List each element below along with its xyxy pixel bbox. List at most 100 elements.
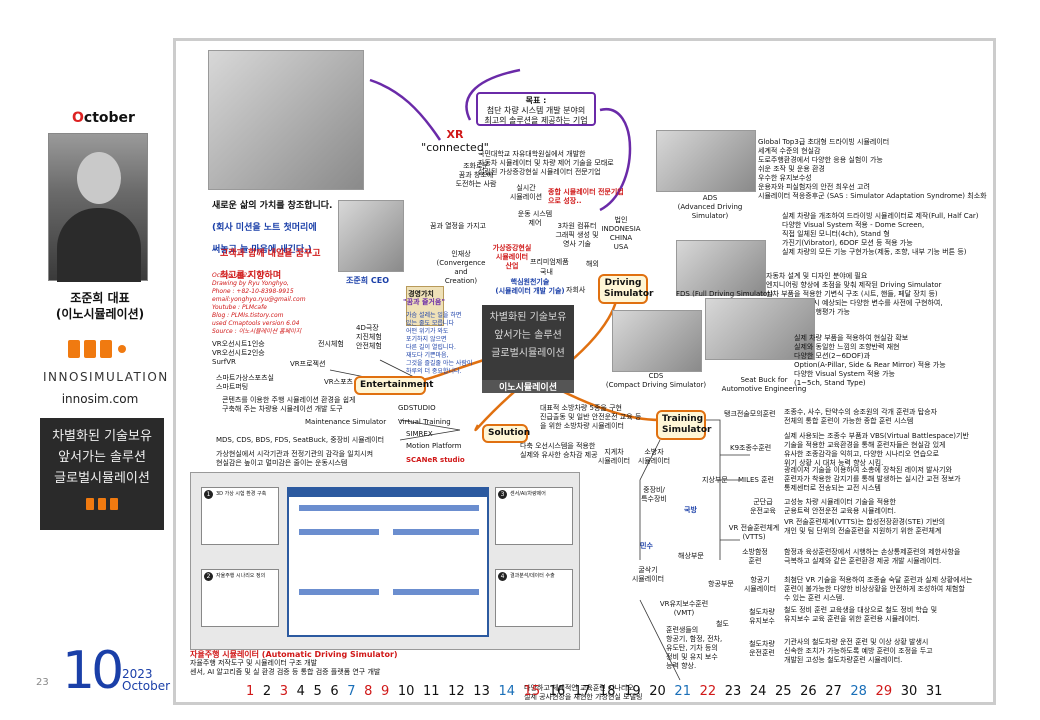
calendar-day: 25	[774, 684, 792, 699]
page-number: 23	[36, 677, 49, 688]
sol-maintenance: Maintenance Simulator	[305, 418, 387, 426]
talent: 인재상 (Convergence and Creation)	[436, 250, 486, 285]
realtime: 실시간 시뮬레이션	[509, 184, 543, 201]
fire-sim: 소방자 시뮬레이터	[637, 448, 671, 465]
calendar-day: 18	[599, 684, 616, 699]
center-label: 이노시뮬레이션	[482, 380, 574, 393]
vtts: VR 전술훈련체계 (VTTS)	[728, 524, 780, 541]
calendar-day: 2	[262, 684, 272, 699]
calendar-day: 17	[573, 684, 591, 699]
calendar-day: 22	[699, 684, 717, 699]
sol-virtual: 가상현실에서 시각기관과 전정기관의 감각을 일치시켜 현실감은 높이고 멀미감…	[216, 450, 374, 467]
calendar-day: 9	[381, 684, 390, 699]
rail-text: 철도 정비 훈련 교육생을 대상으로 철도 정비 학습 및 유지보수 교육 훈련…	[784, 606, 938, 623]
grunt-text: 고성능 차량 시뮬레이터 기술을 적용한 군용트럭 안전운전 교육용 시뮬레이터…	[784, 498, 896, 515]
calendar-day: 23	[724, 684, 742, 699]
month-title: October	[72, 110, 135, 126]
overseas: 해외	[586, 260, 599, 268]
corporations: 법인 INDONESIA CHINA USA	[601, 216, 641, 251]
site-url[interactable]: innosim.com	[61, 392, 139, 406]
air-sub: 항공기 시뮬레이터	[743, 576, 777, 593]
diagram-core	[287, 487, 489, 637]
calendar-day: 30	[900, 684, 918, 699]
calendar-day: 11	[423, 684, 440, 699]
value-title: 경영가치	[408, 290, 434, 298]
grunt: 군단급 운전교육	[750, 498, 776, 515]
k9-text: 실제 사용되는 조종수 부품과 VBS(Virtual Battlespace)…	[784, 432, 969, 467]
vr-industry: 가상증강현실 시뮬레이터 산업	[492, 244, 532, 270]
calendar-day: 4	[296, 684, 305, 699]
vmt-text: 훈련생들의 항공기, 함정, 전차, 유도탄, 기차 등의 정비 및 유지 보수…	[666, 626, 723, 670]
ceo-photo	[48, 133, 148, 282]
tank: 탱크전술모의훈련	[724, 410, 776, 418]
air: 항공부문	[708, 580, 734, 588]
university: 국민대학교 자유대학원실에서 개발한 자동차 시뮬레이터 및 차량 제어 기술을…	[478, 150, 614, 176]
left-panel: October 조준희 대표(이노시뮬레이션) INNOSIMULATION i…	[0, 0, 175, 720]
heavy: 중장비/ 특수장비	[641, 486, 667, 503]
notebook-photo	[208, 50, 364, 190]
ceo-name: 조준희 대표(이노시뮬레이션)	[55, 291, 145, 321]
xr-node: XR "connected"	[421, 128, 489, 154]
tank-text: 조종수, 사수, 탄약수의 승조원의 각개 훈련과 탑승자 전체의 통합 훈련이…	[784, 408, 938, 425]
ent-sports: 스마트가상스포츠실 스마트퍼팅	[216, 374, 274, 391]
sol-game: 콘텐츠를 이용한 주행 시뮬레이션 환경을 쉽게 구축해 주는 차량용 시뮬레이…	[222, 396, 356, 413]
domestic: 국내	[540, 268, 553, 276]
calendar-day: 5	[313, 684, 322, 699]
calendar-day: 10	[397, 684, 415, 699]
calendar-day: 14	[498, 684, 515, 699]
rail-sub2: 철도차량 운전훈련	[749, 640, 775, 657]
solution-node: Solution	[482, 424, 530, 443]
calligraphy-image	[406, 286, 444, 326]
banner-logo-icon	[84, 495, 120, 514]
ceo-small-photo	[338, 200, 404, 272]
graphics: 3차원 컴퓨터 그래픽 생성 및 영사 기술	[555, 222, 599, 248]
fire-car: 다축 오선시스템을 적용한 실제와 유사한 승차감 제공	[520, 442, 598, 459]
sol-scaner: SCANeR studio	[406, 456, 465, 464]
miles: MILES 훈련	[738, 476, 774, 484]
forklift: 지게차 시뮬레이터	[597, 448, 631, 465]
cds-photo	[612, 310, 702, 372]
army: 지상부문	[702, 476, 728, 484]
core-tech: 핵심원천기술 (시뮬레이터 개발 기술)	[495, 278, 565, 295]
rail-sub: 철도차량 유지보수	[749, 608, 775, 625]
credits: Oct.06, 2022 Drawing by Ryu Yonghyo, Pho…	[212, 272, 306, 335]
navy-text: 함정과 육상훈련장에서 시행하는 손상통제훈련의 제한사항을 극복하고 실제와 …	[784, 548, 961, 565]
calendar-day: 19	[624, 684, 641, 699]
vmt: VR유지보수훈련 (VMT)	[659, 600, 709, 617]
calendar-day: 1	[246, 684, 255, 699]
navy: 해상부문	[678, 552, 704, 560]
navy-sub: 소방함정 훈련	[742, 548, 768, 565]
defense: 국방	[684, 506, 697, 514]
calendar-day: 29	[875, 684, 893, 699]
sol-virtual-training: Virtual Training	[398, 418, 451, 426]
fds-label: FDS (Full Driving Simulator)	[676, 290, 773, 298]
ent-vr-sports: VR스포츠	[324, 378, 353, 386]
training-sim-node: Training Simulator	[656, 410, 711, 440]
vtts-text: VR 전술훈련체계(VTTS)는 합성전장환경(STE) 기반의 개인 및 팀 …	[784, 518, 946, 535]
logo-text: INNOSIMULATION	[43, 370, 169, 384]
calendar-day: 28	[850, 684, 867, 699]
ceo-label: 조준희 CEO	[346, 276, 390, 285]
fds-photo	[676, 240, 766, 296]
seatbuck-photo	[705, 298, 815, 360]
calendar-day: 27	[825, 684, 842, 699]
ads-photo	[656, 130, 756, 192]
xr-left: 조화로운 꿈과 창조에 도전하는 사람	[455, 162, 497, 188]
cds-label: CDS (Compact Driving Simulator)	[605, 372, 707, 389]
autodrive-caption: 자율주행 시뮬레이터 (Automatic Driving Simulator)…	[190, 650, 398, 676]
rail-text2: 기관사의 철도차량 운전 훈련 및 이상 상황 발생시 신속한 조치가 가능하도…	[784, 638, 933, 664]
miles-text: 광레이저 기술을 이용하여 소총에 장착된 레이저 발사기와 훈련자가 착용한 …	[784, 466, 961, 492]
calendar-day: 12	[448, 684, 465, 699]
ent-vr-seat: VR오선시트1인승 VR오선시트2인승 SurfVR	[212, 340, 265, 366]
civil: 민수	[640, 542, 653, 550]
premium: 프리미엄제품	[530, 258, 569, 266]
month-number: 10	[62, 641, 124, 701]
calendar-day: 20	[649, 684, 666, 699]
calendar-day: 8	[364, 684, 373, 699]
year-month: 2023 October	[122, 667, 171, 693]
